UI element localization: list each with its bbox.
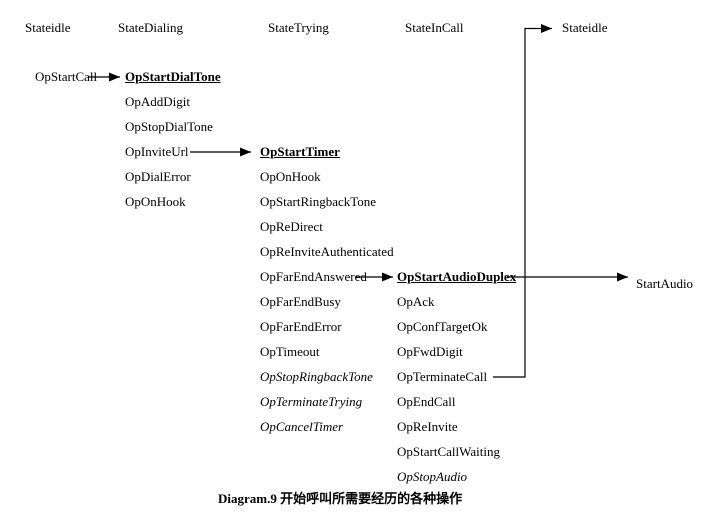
op-label: OpAck xyxy=(397,294,435,309)
op-label: OpReInviteAuthenticated xyxy=(260,244,394,259)
op-label: OpConfTargetOk xyxy=(397,319,488,334)
op-label: OpFarEndAnswered xyxy=(260,269,367,284)
op-label-exit: OpStopRingbackTone xyxy=(260,369,373,384)
arrow-opterminatecall-to-stateidle xyxy=(493,24,552,378)
state-header-idle-left: Stateidle xyxy=(25,20,71,35)
op-label: OpReInvite xyxy=(397,419,458,434)
op-label: OpFarEndBusy xyxy=(260,294,341,309)
op-label: OpStartCallWaiting xyxy=(397,444,500,459)
op-label: OpStopDialTone xyxy=(125,119,213,134)
op-label: OpEndCall xyxy=(397,394,456,409)
op-label: OpOnHook xyxy=(125,194,186,209)
state-header-idle-right: Stateidle xyxy=(562,20,608,35)
op-label: OpTerminateCall xyxy=(397,369,488,384)
diagram-caption: Diagram.9 开始呼叫所需要经历的各种操作 xyxy=(218,491,463,506)
op-label: OpStartCall xyxy=(35,69,98,84)
state-header-dialing: StateDialing xyxy=(118,20,183,35)
op-label: OpStartRingbackTone xyxy=(260,194,377,209)
op-label: OpOnHook xyxy=(260,169,321,184)
op-label-entry: OpStartTimer xyxy=(260,144,340,159)
op-label: OpAddDigit xyxy=(125,94,190,109)
op-label: OpTimeout xyxy=(260,344,320,359)
op-label-exit: OpTerminateTrying xyxy=(260,394,363,409)
op-label-entry: OpStartDialTone xyxy=(125,69,221,84)
op-label-entry: OpStartAudioDuplex xyxy=(397,269,517,284)
op-label: OpReDirect xyxy=(260,219,323,234)
op-label: OpDialError xyxy=(125,169,191,184)
op-label-exit: OpStopAudio xyxy=(397,469,468,484)
state-header-trying: StateTrying xyxy=(268,20,329,35)
result-label-startaudio: StartAudio xyxy=(636,276,694,291)
op-label: OpFwdDigit xyxy=(397,344,463,359)
op-label: OpInviteUrl xyxy=(125,144,189,159)
op-label-exit: OpCancelTimer xyxy=(260,419,344,434)
state-header-incall: StateInCall xyxy=(405,20,464,35)
op-label: OpFarEndError xyxy=(260,319,342,334)
